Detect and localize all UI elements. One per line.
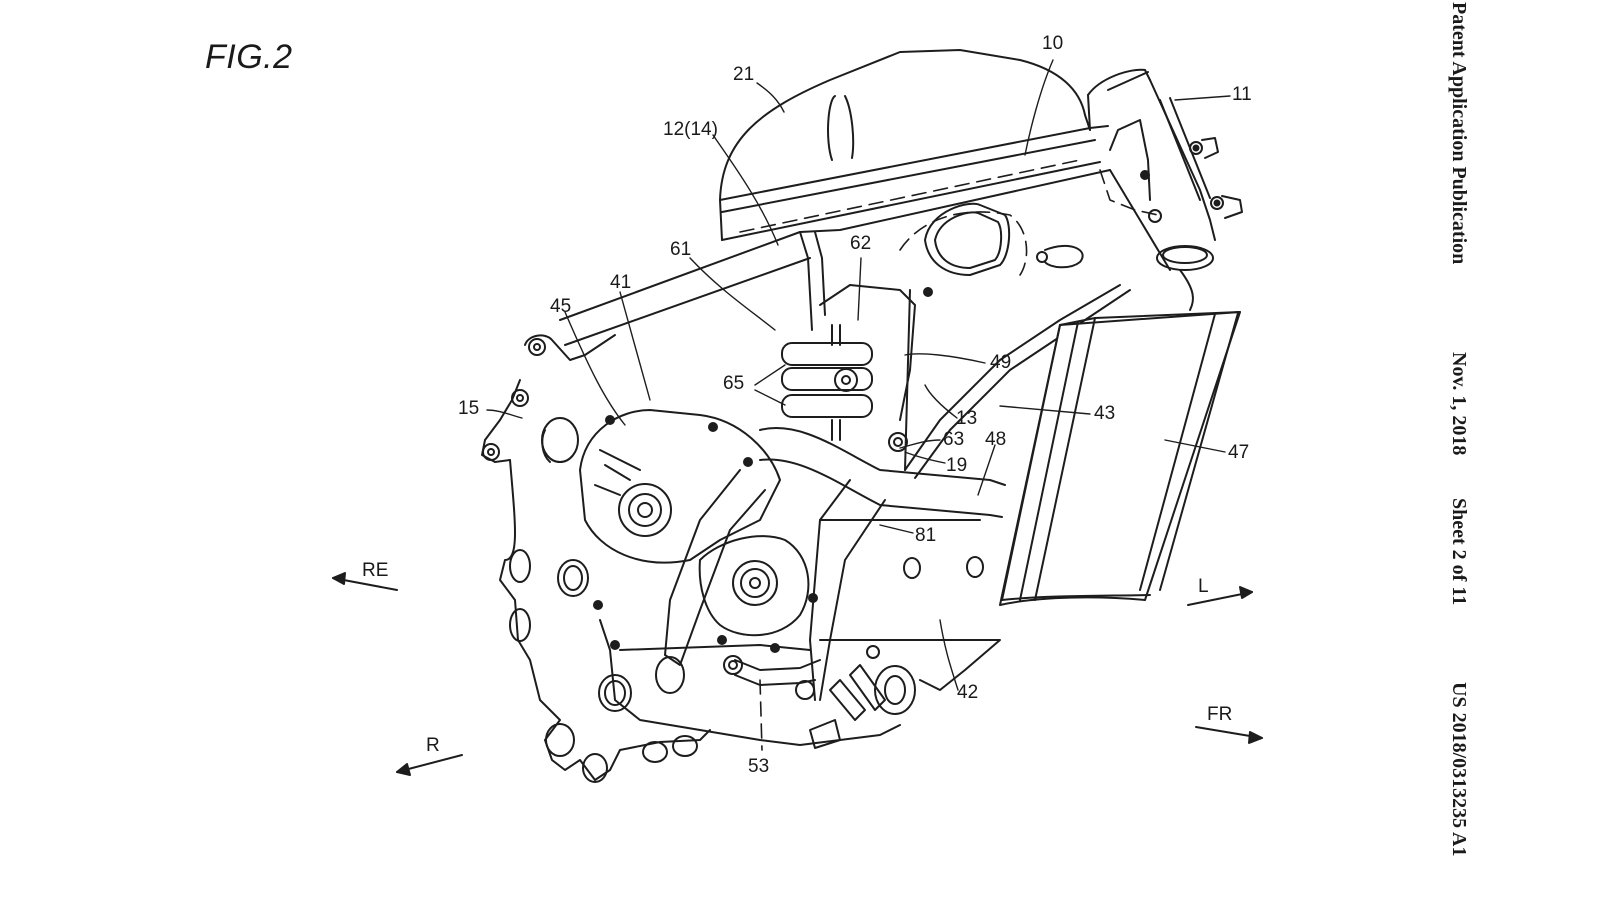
patent-header: Patent Application Publication Nov. 1, 2… bbox=[1440, 0, 1476, 900]
ref-47: 47 bbox=[1228, 442, 1250, 463]
engine bbox=[481, 334, 1006, 783]
direction-arrows bbox=[332, 572, 1263, 776]
ref-19: 19 bbox=[946, 455, 968, 476]
direction-label-rear-upper: RE bbox=[362, 560, 389, 581]
ref-49: 49 bbox=[990, 352, 1012, 373]
ref-10: 10 bbox=[1042, 33, 1064, 54]
ref-43: 43 bbox=[1094, 403, 1116, 424]
sheet-number: Sheet 2 of 11 bbox=[1448, 498, 1470, 606]
publication-number: US 2018/0313235 A1 bbox=[1448, 682, 1470, 857]
throttle-body bbox=[781, 284, 916, 452]
ref-62: 62 bbox=[850, 233, 872, 254]
ref-42: 42 bbox=[957, 682, 979, 703]
ref-41: 41 bbox=[610, 272, 632, 293]
ref-11: 11 bbox=[1232, 84, 1252, 105]
ref-81: 81 bbox=[915, 525, 937, 546]
direction-label-rear: R bbox=[426, 735, 440, 756]
ref-53: 53 bbox=[748, 756, 770, 777]
ref-61: 61 bbox=[670, 239, 692, 260]
radiator bbox=[999, 311, 1241, 606]
ref-21: 21 bbox=[733, 64, 755, 85]
ref-12-14: 12(14) bbox=[663, 119, 718, 140]
ref-63: 63 bbox=[943, 429, 965, 450]
ref-45: 45 bbox=[550, 296, 572, 317]
ref-65: 65 bbox=[723, 373, 745, 394]
direction-label-left: L bbox=[1198, 576, 1209, 597]
ref-48: 48 bbox=[985, 429, 1007, 450]
main-frame bbox=[559, 68, 1243, 479]
figure-title: FIG.2 bbox=[205, 38, 293, 76]
leader-lines bbox=[486, 59, 1231, 691]
direction-label-front: FR bbox=[1207, 704, 1233, 725]
ref-13: 13 bbox=[956, 408, 978, 429]
ref-15: 15 bbox=[458, 398, 480, 419]
air-cleaner-box bbox=[719, 49, 1091, 241]
publication-date: Nov. 1, 2018 bbox=[1448, 352, 1470, 456]
publication-type: Patent Application Publication bbox=[1448, 2, 1470, 265]
